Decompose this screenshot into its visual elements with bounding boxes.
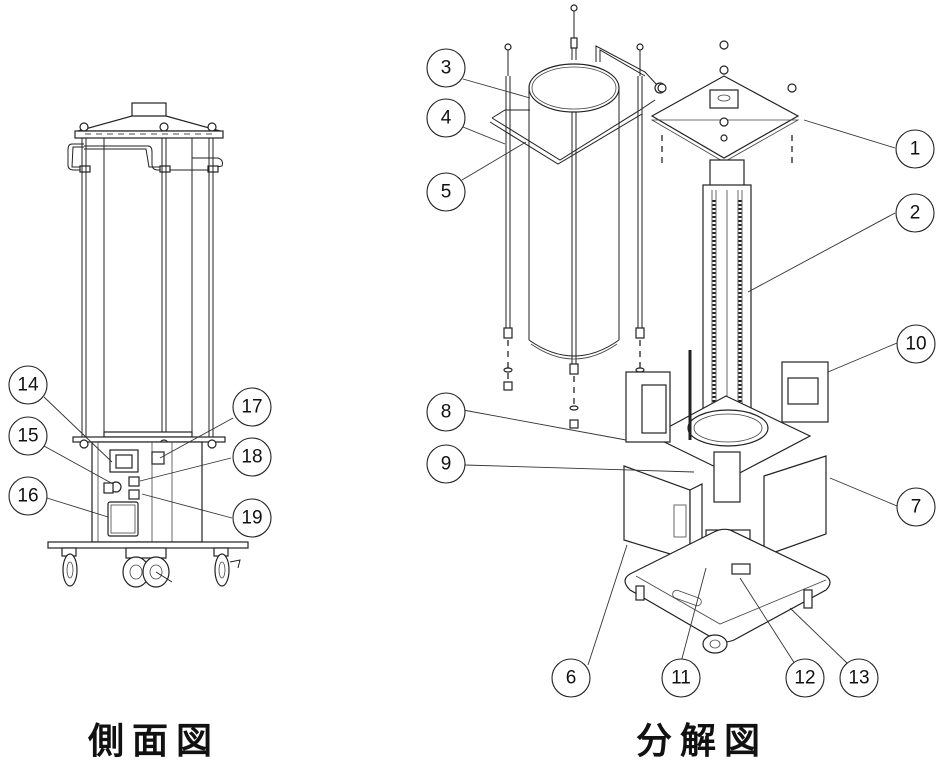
- top-vent-box: [131, 102, 167, 118]
- top-plate: [74, 130, 224, 139]
- svg-text:7: 7: [911, 497, 922, 518]
- svg-text:11: 11: [671, 668, 691, 689]
- mid-plate: [72, 436, 226, 443]
- svg-text:19: 19: [241, 508, 262, 529]
- callout-12: 12: [785, 658, 825, 698]
- callout-1: 1: [895, 129, 935, 169]
- callout-17: 17: [232, 387, 272, 427]
- svg-text:6: 6: [566, 668, 577, 689]
- svg-text:14: 14: [17, 375, 39, 396]
- svg-text:9: 9: [441, 454, 452, 475]
- callout-11: 11: [661, 658, 701, 698]
- svg-text:10: 10: [905, 334, 926, 355]
- callout-6: 6: [551, 658, 591, 698]
- svg-text:18: 18: [241, 447, 262, 468]
- svg-text:16: 16: [17, 486, 38, 507]
- callout-10: 10: [896, 324, 936, 364]
- caster-front: [702, 634, 728, 654]
- svg-text:4: 4: [441, 108, 452, 129]
- cover-panel-7: [763, 455, 827, 557]
- cover-panel-6: [623, 465, 691, 561]
- callout-3: 3: [426, 48, 466, 88]
- top-boss: [709, 89, 739, 109]
- tube-top-rim: [528, 63, 620, 113]
- svg-text:17: 17: [241, 397, 262, 418]
- svg-text:3: 3: [441, 58, 452, 79]
- side-view-drawing: [43, 102, 249, 588]
- callout-14: 14: [8, 365, 48, 405]
- callout-4: 4: [426, 98, 466, 138]
- callout-2: 2: [895, 193, 935, 233]
- callout-9: 9: [426, 444, 466, 484]
- callout-15: 15: [8, 416, 48, 456]
- svg-text:8: 8: [441, 402, 452, 423]
- switch-17: [151, 451, 165, 465]
- exploded-view-title: 分解図: [636, 721, 769, 762]
- top-cap-cone: [77, 115, 221, 132]
- callout-5: 5: [426, 172, 466, 212]
- svg-text:15: 15: [17, 426, 38, 447]
- side-view-title: 側面図: [88, 721, 221, 762]
- caster-right: [213, 547, 241, 587]
- callout-13: 13: [839, 658, 879, 698]
- callout-18: 18: [232, 437, 272, 477]
- top-square-plate: [650, 75, 800, 159]
- exploded-view-drawing: [461, 4, 898, 667]
- caster-left: [61, 547, 78, 587]
- callout-7: 7: [896, 487, 936, 527]
- switch-19: [128, 489, 140, 500]
- callout-19: 19: [232, 498, 272, 538]
- svg-text:2: 2: [910, 203, 921, 224]
- svg-text:12: 12: [794, 668, 815, 689]
- callout-16: 16: [8, 476, 48, 516]
- box-16: [107, 501, 139, 537]
- switch-18: [128, 476, 140, 487]
- base-plate-13: [624, 528, 831, 643]
- svg-text:1: 1: [910, 139, 921, 160]
- svg-text:5: 5: [441, 182, 452, 203]
- base-plate: [47, 541, 249, 549]
- caster-center: [122, 547, 173, 588]
- callout-8: 8: [426, 392, 466, 432]
- svg-text:13: 13: [848, 668, 869, 689]
